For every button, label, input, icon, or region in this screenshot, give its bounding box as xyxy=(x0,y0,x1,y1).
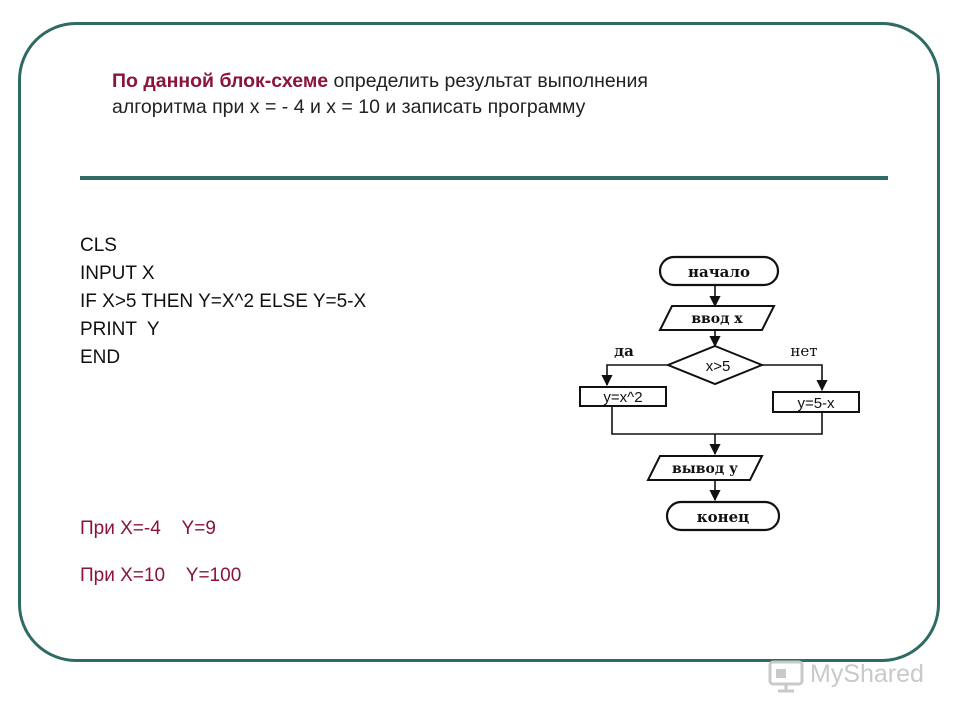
presentation-icon xyxy=(768,660,804,693)
title-line1: определить результат выполнения xyxy=(328,70,648,92)
start-terminal xyxy=(658,255,780,287)
decision-block xyxy=(665,344,765,386)
output-label: вывод у xyxy=(672,461,738,477)
code-line: CLS xyxy=(80,235,117,256)
code-line: IF X>5 THEN Y=X^2 ELSE Y=5-X xyxy=(80,291,367,312)
yes-label: да xyxy=(614,342,634,360)
no-action-label: y=5-x xyxy=(797,395,835,412)
title-line2: алгоритма при х = - 4 и х = 10 и записат… xyxy=(112,96,586,118)
code-line: END xyxy=(80,347,121,368)
answer-line: При X=10 Y=100 xyxy=(80,565,242,586)
input-label: ввод х xyxy=(691,311,743,327)
flowchart: начало ввод х x>5 да нет y=x^2 y=5-x выв… xyxy=(579,255,860,532)
input-block xyxy=(658,305,776,331)
yes-action-label: y=x^2 xyxy=(603,389,642,406)
yes-action-block xyxy=(579,386,667,407)
no-label: нет xyxy=(790,342,817,360)
title-highlight: По данной блок-схеме xyxy=(112,70,329,92)
start-label: начало xyxy=(688,263,750,281)
end-label: конец xyxy=(697,508,749,526)
no-action-block xyxy=(772,391,860,413)
answer-line: При X=-4 Y=9 xyxy=(80,518,216,539)
condition-label: x>5 xyxy=(706,358,731,375)
code-line: INPUT X xyxy=(80,263,155,284)
watermark: MyShared xyxy=(766,656,936,696)
answers: При X=-4 Y=9 При X=10 Y=100 xyxy=(80,518,241,612)
task-title: По данной блок-схеме определить результа… xyxy=(112,68,832,120)
slide-frame xyxy=(18,22,940,662)
code-line: PRINT Y xyxy=(80,319,160,340)
flow-line xyxy=(601,364,668,387)
program-code: CLS INPUT X IF X>5 THEN Y=X^2 ELSE Y=5-X… xyxy=(80,232,366,372)
divider xyxy=(80,176,888,180)
output-block xyxy=(646,455,764,481)
flow-line xyxy=(762,364,828,392)
end-terminal xyxy=(665,500,781,532)
flow-line xyxy=(611,406,823,435)
watermark-text: MyShared xyxy=(810,660,924,688)
